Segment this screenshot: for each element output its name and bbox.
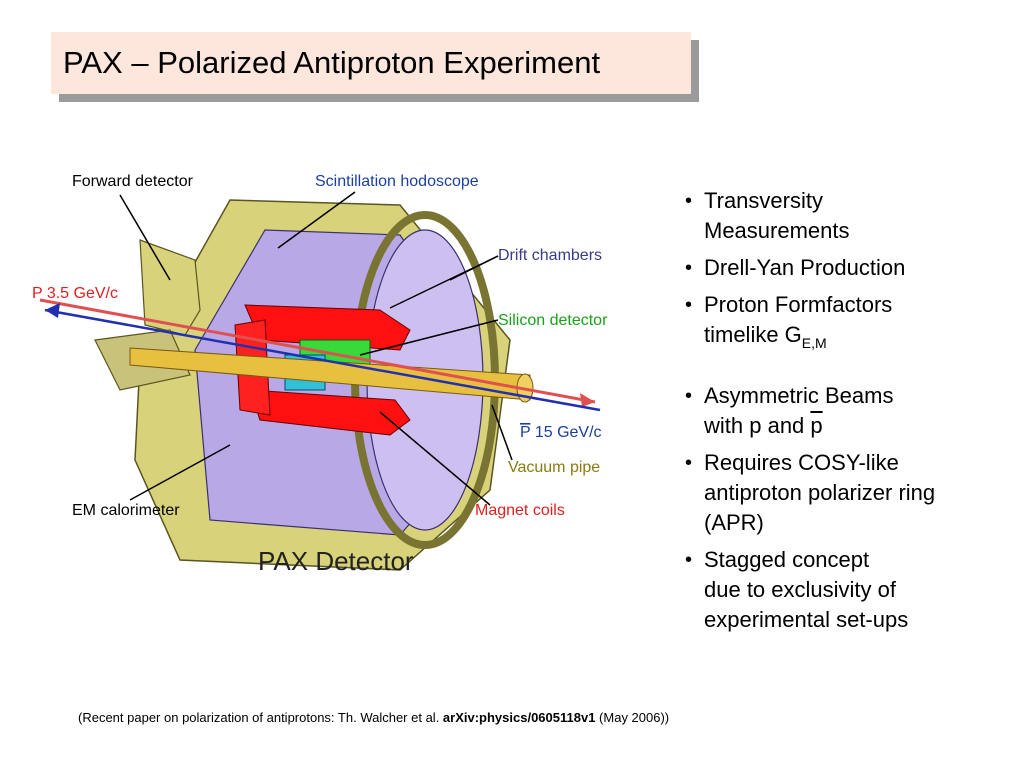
leader-vacuum-pipe (491, 404, 513, 461)
bullet-text: Asymmetric Beams (704, 383, 894, 408)
label-beam-p: P 3.5 GeV/c (32, 285, 118, 302)
bullet-asymmetric-beams: • Asymmetric Beams with p and p (683, 381, 1013, 441)
leader-em-calorimeter (129, 444, 231, 501)
pax-detector-diagram: Forward detector Scintillation hodoscope… (32, 173, 608, 576)
bullet-dot: • (685, 452, 693, 474)
bullet-dot: • (685, 549, 693, 571)
bullet-dot: • (685, 257, 693, 279)
bullet-cosy: • Requires COSY-like antiproton polarize… (683, 448, 1013, 538)
leader-silicon (359, 319, 499, 356)
magnet-coil-bottom (249, 389, 411, 436)
bullet-text: (APR) (704, 510, 764, 535)
bullet-text: Measurements (704, 218, 850, 243)
footer-prefix: (Recent paper on polarization of antipro… (78, 710, 443, 725)
title-box: PAX – Polarized Antiproton Experiment (51, 32, 691, 94)
label-scintillation-hodoscope: Scintillation hodoscope (315, 173, 479, 190)
label-magnet-coils: Magnet coils (475, 502, 565, 519)
bullet-text: with p and (704, 413, 811, 438)
bullet-text: Drell-Yan Production (704, 255, 906, 280)
leader-forward-detector (119, 194, 171, 281)
beam-pbar-line (44, 308, 601, 412)
label-em-calorimeter: EM calorimeter (72, 502, 180, 519)
bullet-text: experimental set-ups (704, 607, 909, 632)
label-forward-detector: Forward detector (72, 173, 194, 190)
label-beam-pbar-letter: P (520, 424, 530, 441)
label-vacuum-pipe: Vacuum pipe (508, 459, 600, 476)
leader-magnet-coils (379, 411, 491, 506)
label-silicon-detector: Silicon detector (498, 312, 608, 329)
bullet-text: Stagged concept (704, 547, 870, 572)
leader-scintillation (277, 191, 356, 249)
bullet-dot: • (685, 294, 693, 316)
label-beam-pbar-momentum: 15 GeV/c (530, 424, 601, 441)
bullet-stagged: • Stagged concept due to exclusivity of … (683, 545, 1013, 635)
diagram-caption: PAX Detector (258, 546, 414, 576)
bullet-text: due to exclusivity of (704, 577, 896, 602)
beam-p-line (39, 298, 596, 404)
subscript: E,M (801, 335, 827, 351)
label-beam-pbar: P 15 GeV/c (520, 424, 602, 441)
bullet-drell-yan: • Drell-Yan Production (683, 253, 1013, 283)
bullet-text: antiproton polarizer ring (704, 480, 936, 505)
bullet-text: timelike G (704, 322, 802, 347)
slide-title: PAX – Polarized Antiproton Experiment (63, 45, 601, 80)
antiproton-symbol: p (810, 413, 823, 438)
footer-reference: (Recent paper on polarization of antipro… (78, 710, 669, 725)
bullet-formfactors: • Proton Formfactors timelike GE,M (683, 290, 1013, 358)
beam-p-arrowhead (580, 393, 595, 407)
bullet-list: • Transversity Measurements • Drell-Yan … (683, 186, 1013, 635)
leader-drift-2 (449, 255, 499, 281)
bullet-text: Transversity (704, 188, 823, 213)
forward-detector-block (139, 239, 201, 336)
footer-suffix: (May 2006)) (595, 710, 670, 725)
bullet-dot: • (685, 385, 693, 407)
footer-arxiv-id: arXiv:physics/0605118v1 (442, 710, 596, 725)
label-drift-chambers: Drift chambers (498, 247, 602, 264)
bullet-dot: • (685, 190, 693, 212)
bullet-text: Requires COSY-like (704, 450, 899, 475)
beam-pbar-arrowhead (45, 303, 60, 318)
bullet-text: Proton Formfactors (704, 292, 893, 317)
bullet-transversity: • Transversity Measurements (683, 186, 1013, 246)
